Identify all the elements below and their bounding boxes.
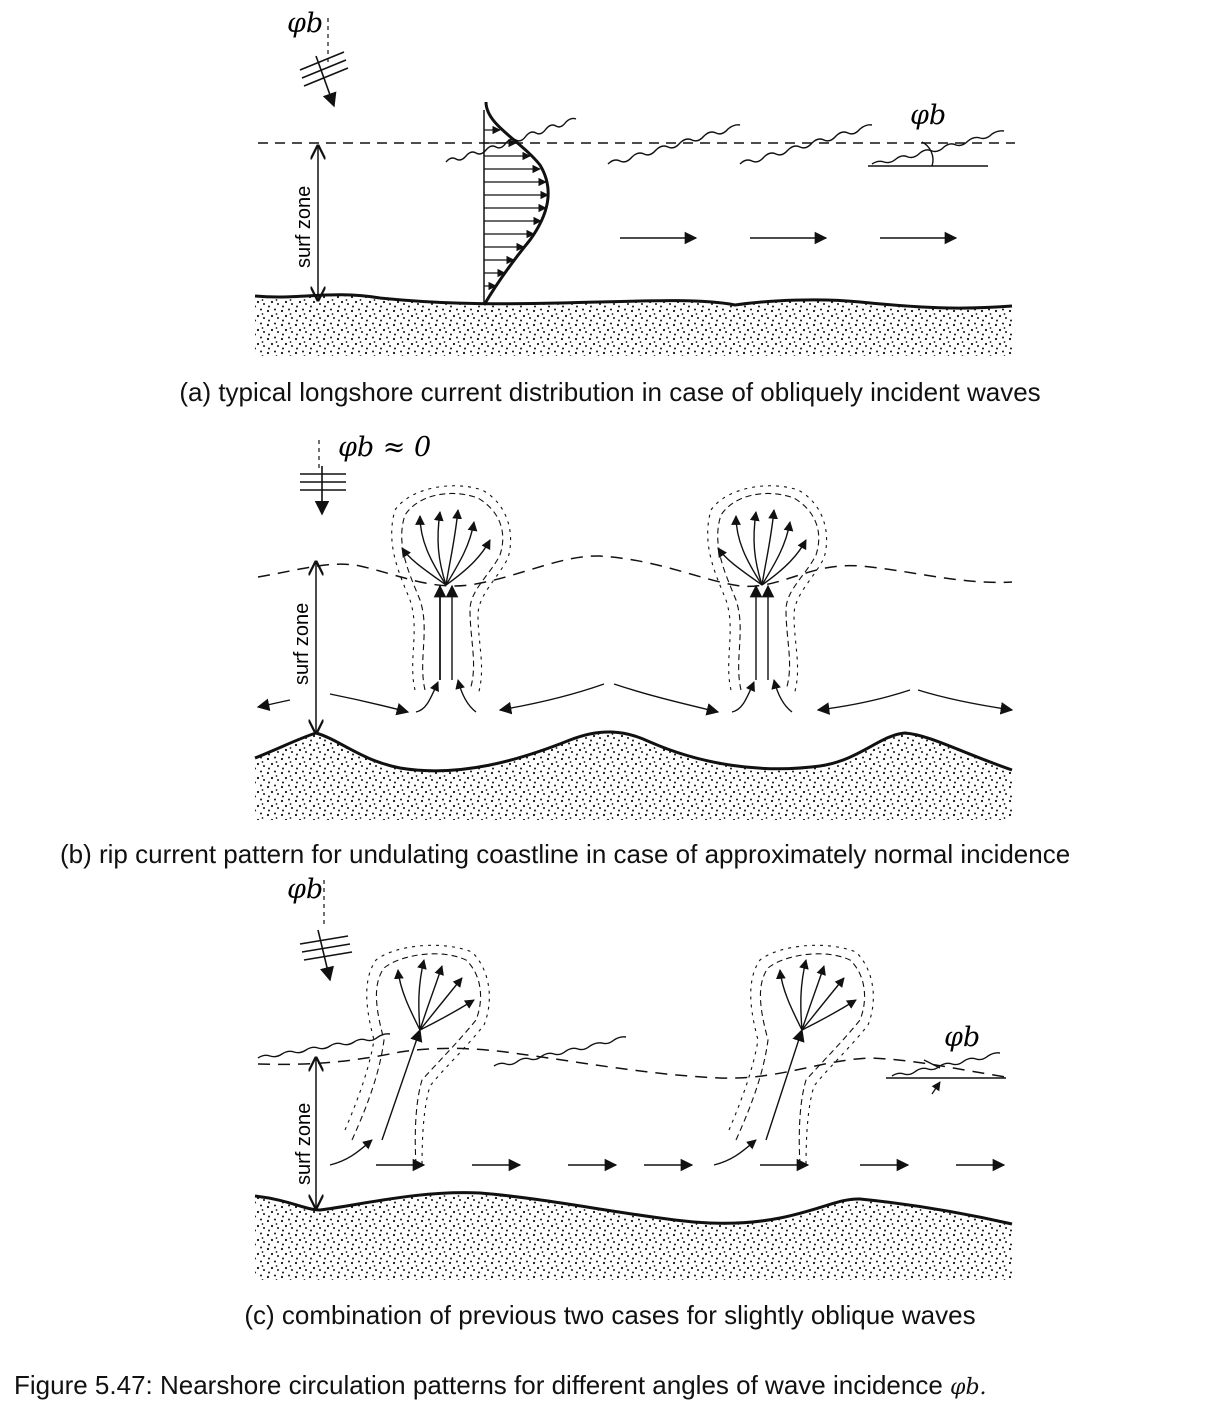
velocity-profile-a bbox=[482, 101, 550, 306]
angle-marker-c bbox=[923, 1059, 940, 1095]
panel-a: surf zone φb bbox=[254, 8, 1015, 356]
figure-caption-text: Figure 5.47: Nearshore circulation patte… bbox=[14, 1370, 951, 1400]
wave-crest-symbol-b bbox=[300, 466, 346, 516]
panel-c: surf zone φb φb bbox=[254, 874, 1013, 1280]
wave-crest-symbol-c bbox=[299, 929, 353, 982]
caption-panel-c: (c) combination of previous two cases fo… bbox=[244, 1300, 976, 1330]
angle-arc-a bbox=[921, 141, 934, 167]
surf-zone-label-c: surf zone bbox=[293, 1103, 315, 1185]
caption-panel-a: (a) typical longshore current distributi… bbox=[179, 377, 1041, 407]
angle-symbol-right-a: φb bbox=[910, 100, 946, 131]
shoreline-a bbox=[254, 293, 1013, 310]
figure-caption-symbol: φb. bbox=[950, 1375, 987, 1400]
rip-current-1-b bbox=[391, 485, 512, 713]
beach-sand-c bbox=[255, 1192, 1012, 1280]
panel-b: surf zone φb ≈ 0 bbox=[254, 432, 1014, 820]
rip-current-1-c bbox=[329, 944, 490, 1169]
breaker-line-b bbox=[257, 555, 1013, 588]
feeder-currents-b bbox=[256, 683, 1014, 716]
angle-symbol-c: φb bbox=[287, 874, 323, 905]
angle-symbol-b: φb ≈ 0 bbox=[338, 432, 431, 463]
wave-crests-c bbox=[257, 1033, 1001, 1077]
rip-current-2-c bbox=[713, 944, 874, 1169]
angle-symbol-a: φb bbox=[287, 8, 323, 39]
surf-zone-label-b: surf zone bbox=[291, 603, 313, 685]
figure-caption: Figure 5.47: Nearshore circulation patte… bbox=[14, 1370, 987, 1401]
caption-panel-b: (b) rip current pattern for undulating c… bbox=[60, 839, 1071, 869]
shoreline-b bbox=[254, 730, 1013, 773]
surf-zone-label-a: surf zone bbox=[293, 186, 315, 268]
shoreline-c bbox=[254, 1191, 1013, 1226]
rip-current-2-b bbox=[707, 485, 828, 713]
profile-arrows-a bbox=[484, 125, 549, 291]
wave-crests-a bbox=[445, 117, 1005, 165]
beach-sand-a bbox=[255, 294, 1012, 356]
beach-sand-b bbox=[255, 731, 1012, 820]
angle-symbol-right-c: φb bbox=[944, 1022, 980, 1053]
breaker-line-c bbox=[257, 1047, 1013, 1079]
wave-crest-symbol-a bbox=[299, 51, 349, 108]
